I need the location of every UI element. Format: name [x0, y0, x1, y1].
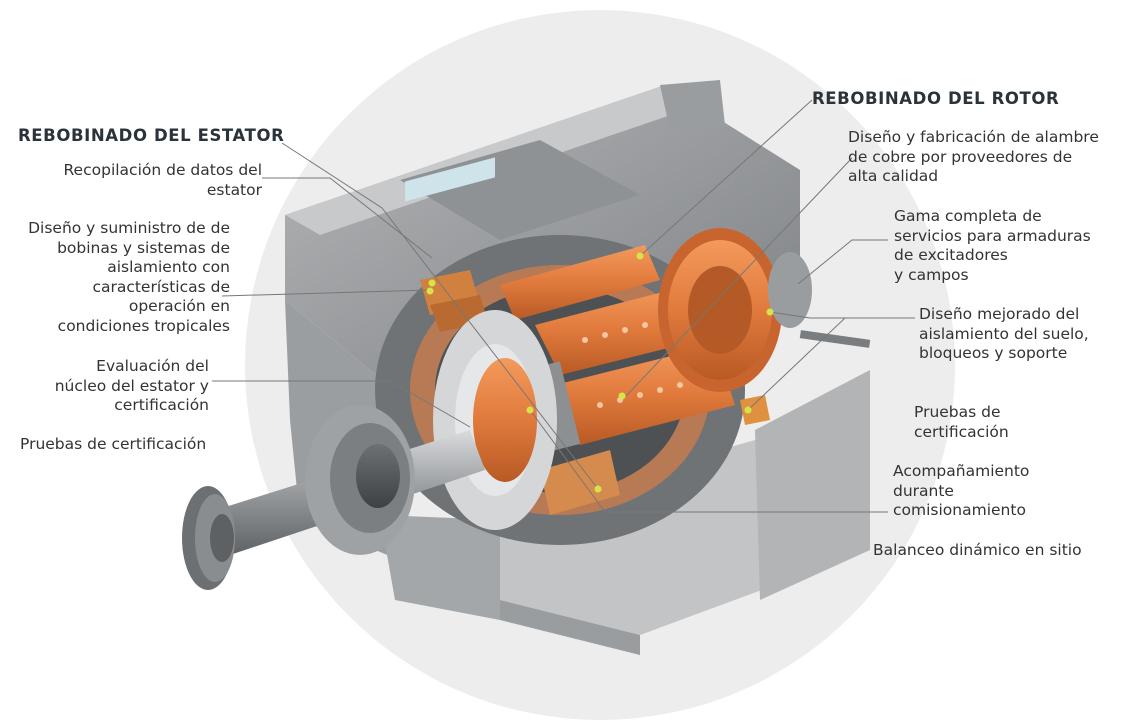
leader-line-rotor-wire-2: [625, 157, 853, 397]
cooling-fan: [433, 310, 557, 530]
stator-item-data-collection: Recopilación de datos del estator: [63, 161, 262, 199]
bearing-housing: [305, 405, 415, 555]
rotor-item-balancing: Balanceo dinámico en sitio: [873, 541, 1082, 559]
stator-item-certification-tests: Pruebas de certificación: [20, 435, 207, 453]
leader-lines: [212, 99, 915, 513]
stator-item-coil-design: Diseño y suministro de de bobinas y sist…: [28, 219, 230, 335]
leader-line-stator-core: [212, 380, 471, 428]
leader-dots: [426, 252, 774, 493]
leader-line-exciter: [797, 239, 888, 285]
leader-line-rotor-tests: [747, 317, 913, 411]
rotor-item-certification-tests: Pruebas de certificación: [914, 403, 1009, 441]
rotor-item-commissioning: Acompañamiento durante comisionamiento: [893, 462, 1030, 519]
rotor-heading: REBOBINADO DEL ROTOR: [812, 89, 1060, 108]
rotor-item-exciter-services: Gama completa de servicios para armadura…: [894, 207, 1091, 284]
leader-line-stator-data: [262, 177, 433, 259]
exciter-rotor: [658, 228, 871, 392]
rotor-item-copper-wire: Diseño y fabricación de alambre de cobre…: [848, 128, 1099, 185]
leader-line-stator-coils: [221, 289, 431, 297]
leader-line-commissioning: [529, 409, 888, 513]
stator-heading: REBOBINADO DEL ESTATOR: [18, 126, 285, 145]
leader-line-stator-tests: [281, 142, 599, 490]
stator-item-core-evaluation: Evaluación del núcleo del estator y cert…: [54, 357, 209, 414]
rotor-item-insulation: Diseño mejorado del aislamiento del suel…: [919, 305, 1089, 362]
leader-line-rotor-wire: [639, 99, 813, 257]
